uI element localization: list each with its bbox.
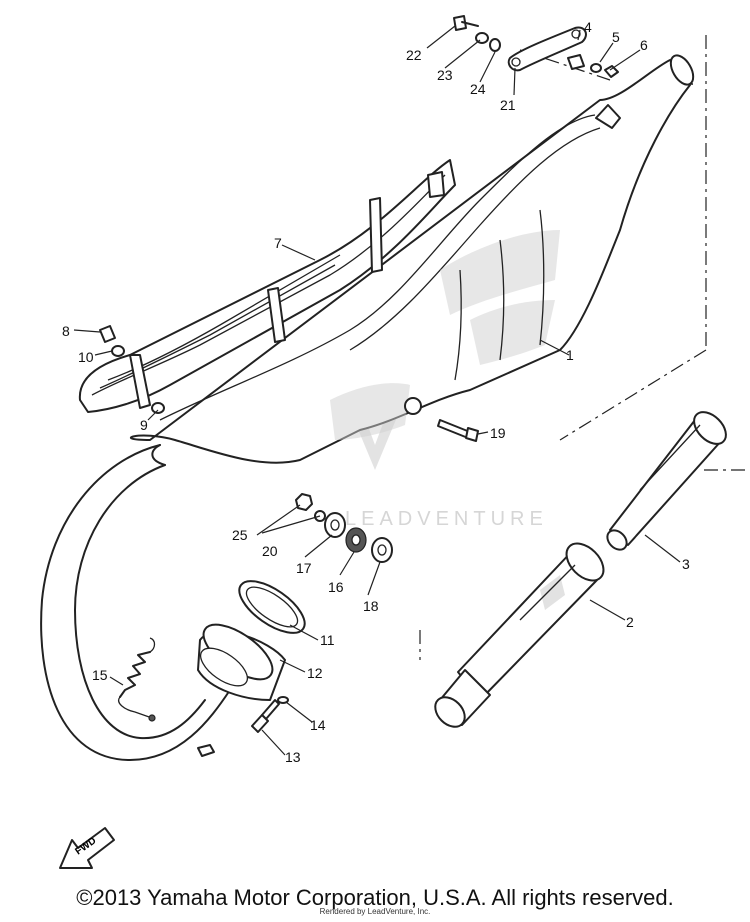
silencer: [434, 542, 605, 728]
part-label-13: 13: [285, 749, 301, 765]
part-label-14: 14: [310, 717, 326, 733]
part-labels: 1 2 3 4 5 6 7 8 9 10 11 12 13 14 15 16 1…: [62, 19, 690, 765]
part-label-7: 7: [274, 235, 282, 251]
part-label-5: 5: [612, 29, 620, 45]
joint-parts: [197, 580, 306, 701]
spring: [118, 637, 156, 722]
part-label-10: 10: [78, 349, 94, 365]
part-label-6: 6: [640, 37, 648, 53]
part-label-3: 3: [682, 556, 690, 572]
part-label-12: 12: [307, 665, 323, 681]
copyright-notice: ©2013 Yamaha Motor Corporation, U.S.A. A…: [76, 885, 674, 910]
part-label-8: 8: [62, 323, 70, 339]
rendered-by-notice: Rendered by LeadVenture, Inc.: [319, 907, 431, 916]
part-label-2: 2: [626, 614, 634, 630]
part-label-11: 11: [320, 632, 335, 648]
part-label-4: 4: [584, 19, 592, 35]
part-label-23: 23: [437, 67, 453, 83]
part-label-17: 17: [296, 560, 312, 576]
heat-guard: [78, 159, 456, 413]
part-label-19: 19: [490, 425, 506, 441]
part-label-1: 1: [566, 347, 574, 363]
part-label-24: 24: [470, 81, 486, 97]
part-label-16: 16: [328, 579, 344, 595]
part-label-25: 25: [232, 527, 248, 543]
part-label-15: 15: [92, 667, 108, 683]
hardware: [99, 15, 619, 733]
part-label-22: 22: [406, 47, 422, 63]
forward-arrow: FWD: [59, 827, 115, 869]
part-label-9: 9: [140, 417, 148, 433]
leader-lines: [73, 25, 681, 756]
tail-pipe: [606, 411, 727, 551]
part-label-18: 18: [363, 598, 379, 614]
part-label-21: 21: [500, 97, 516, 113]
part-label-20: 20: [262, 543, 278, 559]
exhaust-pipe: [40, 54, 695, 761]
watermark-text: LEADVENTURE: [345, 508, 548, 530]
assembly-lines: [419, 35, 745, 660]
